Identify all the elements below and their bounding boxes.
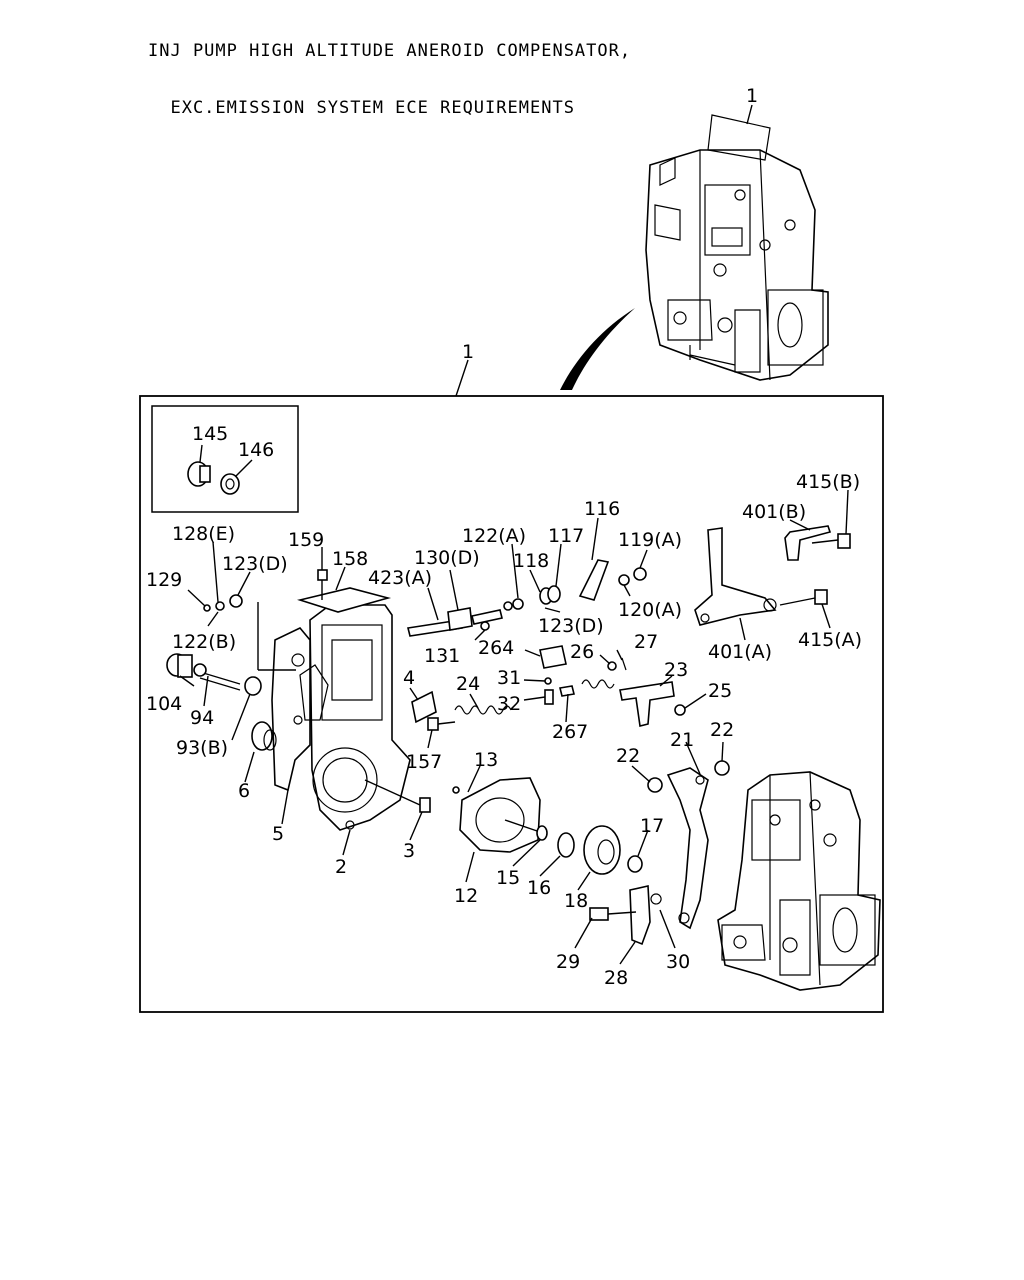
title-line-2: EXC.EMISSION SYSTEM ECE REQUIREMENTS [148,98,575,118]
callout-3: 3 [403,840,415,862]
callout-24: 24 [456,673,480,695]
cam-and-rollers-drawing [364,777,643,875]
callout-94: 94 [190,707,214,729]
callout-23: 23 [664,659,688,681]
callout-401b: 401(B) [742,501,806,523]
callout-423a: 423(A) [368,567,432,589]
callout-401a: 401(A) [708,641,772,663]
inset-box [151,405,299,513]
callout-15: 15 [496,867,520,889]
callout-131: 131 [424,645,460,667]
callout-22-left: 22 [616,745,640,767]
callout-26: 26 [570,641,594,663]
callout-5: 5 [272,823,284,845]
callout-21: 21 [670,729,694,751]
left-fasteners-drawing [166,594,296,751]
leader-lines [179,489,849,965]
pump-body-right-drawing [717,771,881,991]
callout-415b: 415(B) [796,471,860,493]
shaft-and-lever-drawing [407,559,647,641]
callout-123d-left: 123(D) [222,553,288,575]
callout-116: 116 [584,498,620,520]
callout-117: 117 [548,525,584,547]
callout-22-right: 22 [710,719,734,741]
callout-123d-mid: 123(D) [538,615,604,637]
callout-146: 146 [238,439,274,461]
pump-assembly-top-drawing [645,114,829,381]
callout-104: 104 [146,693,182,715]
callout-1-frame: 1 [462,341,474,363]
callout-158: 158 [332,548,368,570]
callout-18: 18 [564,890,588,912]
reference-arrow [560,308,635,390]
callout-267: 267 [552,721,588,743]
control-lever-drawing [589,760,730,946]
callout-16: 16 [527,877,551,899]
callout-264: 264 [478,637,514,659]
callout-120a: 120(A) [618,599,682,621]
callout-17: 17 [640,815,664,837]
callout-129: 129 [146,569,182,591]
callout-25: 25 [708,680,732,702]
callout-2: 2 [335,856,347,878]
callout-labels: 1 1 145 146 128(E) 159 158 423(A) 130(D)… [146,85,862,989]
callout-29: 29 [556,951,580,973]
diagram-frame [139,395,884,1013]
diagram-title: INJ PUMP HIGH ALTITUDE ANEROID COMPENSAT… [148,4,631,137]
callout-159: 159 [288,529,324,551]
callout-12: 12 [454,885,478,907]
inset-nut-and-washer [187,444,253,495]
callout-128e: 128(E) [172,523,235,545]
title-line-1: INJ PUMP HIGH ALTITUDE ANEROID COMPENSAT… [148,41,632,61]
bracket-drawing [694,525,851,626]
callout-130d: 130(D) [414,547,480,569]
callout-145: 145 [192,423,228,445]
callout-415a: 415(A) [798,629,862,651]
linkage-components-drawing [411,645,686,731]
callout-93b: 93(B) [176,737,228,759]
callout-28: 28 [604,967,628,989]
callout-119a: 119(A) [618,529,682,551]
governor-housing-drawing [271,569,411,831]
callout-118: 118 [513,550,549,572]
callout-6: 6 [238,780,250,802]
callout-1-top: 1 [746,85,758,107]
callout-31: 31 [497,667,521,689]
callout-4: 4 [403,667,415,689]
callout-122a: 122(A) [462,525,526,547]
callout-27: 27 [634,631,658,653]
callout-157: 157 [406,751,442,773]
callout-13: 13 [474,749,498,771]
callout-32: 32 [497,693,521,715]
callout-30: 30 [666,951,690,973]
callout-122b: 122(B) [172,631,236,653]
